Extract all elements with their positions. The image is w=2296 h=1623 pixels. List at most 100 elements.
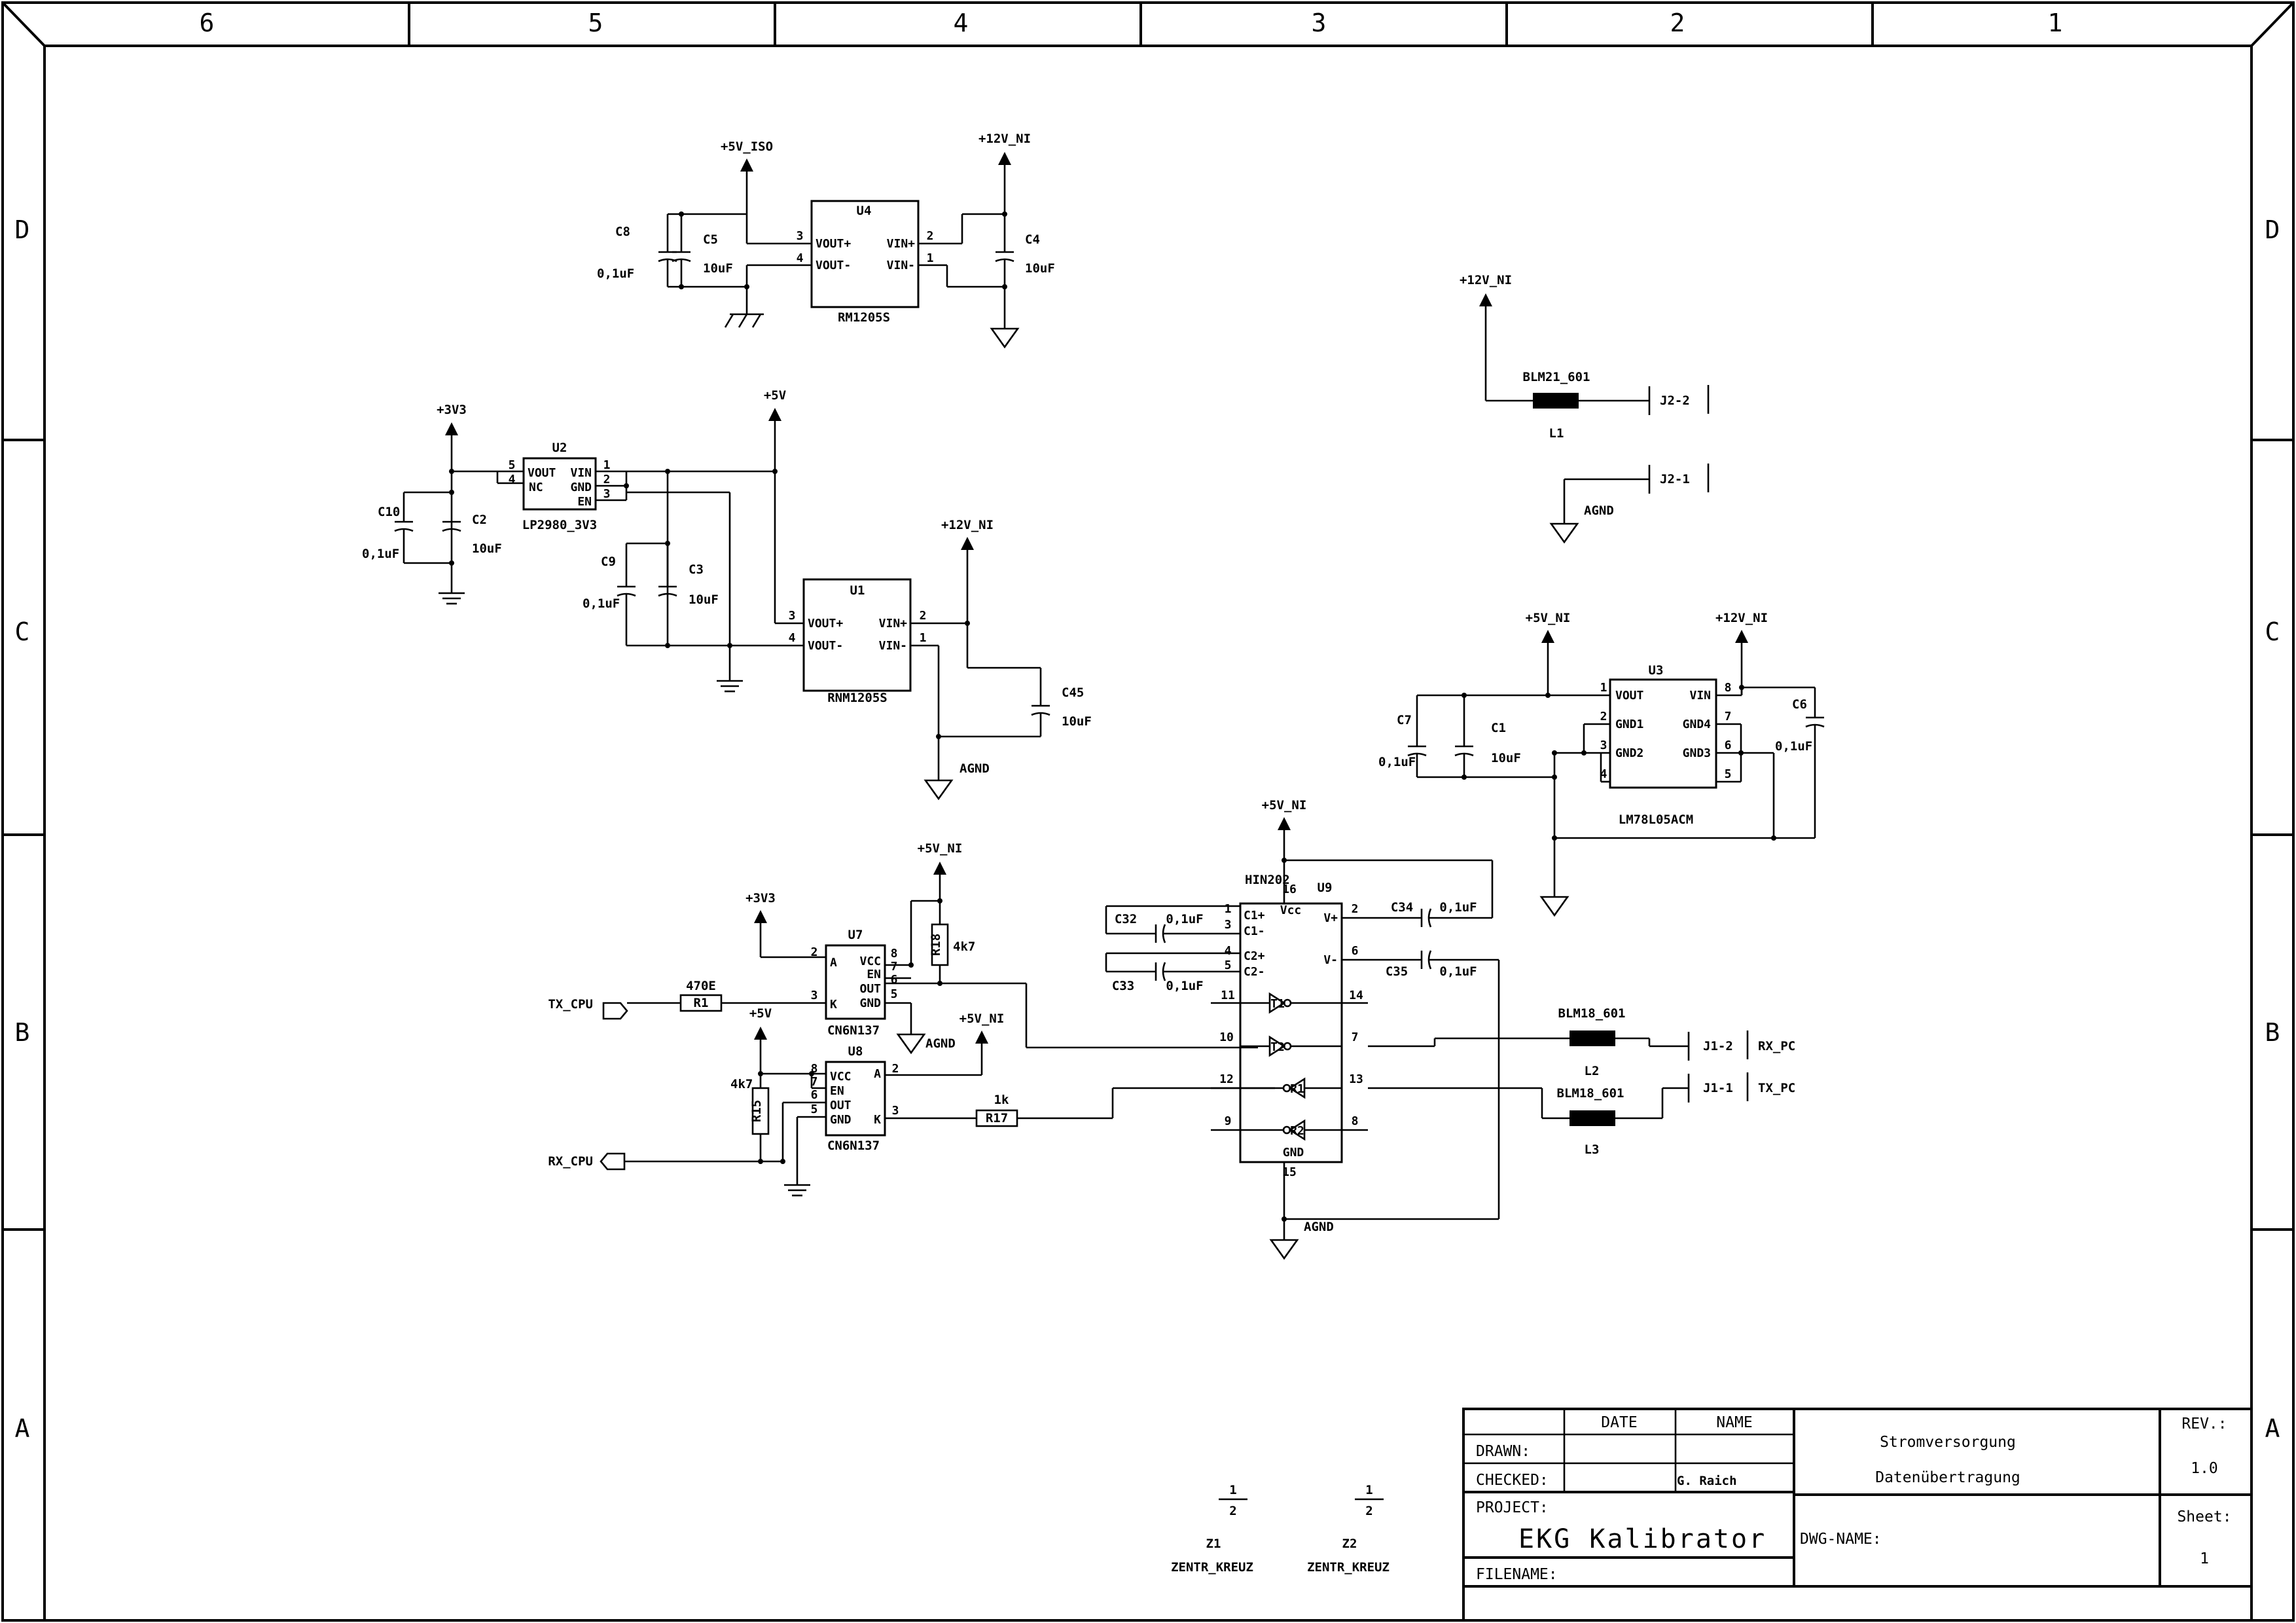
u4-pin-name: VIN+: [887, 237, 916, 251]
pin-number: 2: [927, 229, 934, 243]
frame-row-label: D: [15, 215, 30, 244]
u3-pin-name: VOUT: [1615, 689, 1644, 702]
pin-number: 10: [1219, 1030, 1234, 1044]
connector-label-j2-2: J2-2: [1660, 393, 1690, 408]
u1-dcdc-converter: [802, 578, 912, 692]
frame-row-label: D: [2265, 215, 2280, 244]
title-block-drawn-label: DRAWN:: [1476, 1443, 1530, 1460]
frame-column-label: 5: [588, 9, 603, 37]
pin-number: 4: [1600, 767, 1607, 781]
c6-ref: C6: [1792, 697, 1807, 712]
net-label-3v3: +3V3: [437, 403, 467, 417]
centering-crosses: 1 2 Z1 ZENTR_KREUZ 1 2 Z2 ZENTR_KREUZ: [1171, 1483, 1390, 1575]
pin-number: 5: [891, 987, 898, 1001]
pin-number: 7: [1352, 1030, 1359, 1044]
pin-number: 16: [1282, 883, 1297, 896]
c32-ref: C32: [1115, 912, 1137, 926]
pin-number: 4: [1225, 944, 1232, 958]
u8-ref: U8: [848, 1044, 863, 1059]
title-block-project-name: EKG Kalibrator: [1518, 1524, 1767, 1554]
z1-pin1: 1: [1229, 1483, 1236, 1497]
pin-number: 7: [891, 960, 898, 974]
power-arrow-icon: [933, 862, 946, 875]
u4-pin-name: VIN-: [887, 259, 915, 272]
power-arrow-icon: [998, 152, 1011, 165]
c34-value: 0,1uF: [1439, 900, 1477, 915]
l3-value: BLM18_601: [1557, 1086, 1624, 1101]
c33-value: 0,1uF: [1166, 979, 1203, 993]
u3-regulator-section: +5V_NI +12V_NI U3 VOUT VIN GND1 GND4 GND…: [1378, 611, 1825, 917]
u2-pin-name: NC: [529, 481, 543, 494]
net-label-5v-ni: +5V_NI: [918, 841, 963, 856]
u8-optocoupler: [825, 1061, 886, 1137]
u7-pin-name: VCC: [859, 955, 881, 968]
pin-number: 1: [1600, 681, 1607, 695]
driver-label: T1: [1270, 997, 1285, 1011]
u3-ref: U3: [1649, 663, 1664, 678]
l3-ref: L3: [1585, 1142, 1600, 1157]
u4-ref: U4: [857, 204, 872, 218]
pin-number: 4: [797, 251, 804, 265]
u2-value: LP2980_3V3: [522, 518, 597, 532]
frame-column-label: 6: [200, 9, 215, 37]
pin-number: 1: [920, 631, 927, 645]
z2-value: ZENTR_KREUZ: [1307, 1560, 1390, 1575]
net-label-12v-ni: +12V_NI: [1715, 611, 1768, 625]
u1-ref: U1: [850, 583, 865, 598]
pin-number: 2: [1600, 710, 1607, 723]
l1-ref: L1: [1549, 426, 1564, 441]
z2-pin2: 2: [1365, 1504, 1372, 1518]
u9-pin-name: V-: [1323, 953, 1338, 967]
r18-ref: R18: [929, 934, 943, 956]
u9-pin-name: V+: [1323, 911, 1338, 925]
u1-value: RNM1205S: [827, 691, 888, 705]
u9-pin-name: GND: [1283, 1146, 1304, 1159]
u4-pin-name: VOUT-: [816, 259, 851, 272]
net-label-agnd: AGND: [1304, 1220, 1334, 1234]
frame-row-label: C: [2265, 617, 2280, 646]
net-label-rx-cpu: RX_CPU: [548, 1154, 593, 1169]
net-label-5v-ni: +5V_NI: [960, 1012, 1005, 1026]
power-arrow-icon: [1541, 630, 1554, 643]
z2-ref: Z2: [1342, 1537, 1357, 1551]
title-block: DATE NAME DRAWN: CHECKED: G. Raich PROJE…: [1462, 1408, 2253, 1622]
title-block-date-header: DATE: [1601, 1414, 1637, 1431]
net-label-tx-pc: TX_PC: [1758, 1081, 1795, 1095]
net-label-5v-iso: +5V_ISO: [721, 139, 773, 154]
u8-pin-name: EN: [830, 1084, 844, 1098]
frame-row-label: B: [2265, 1018, 2280, 1047]
l1-j2-section: +12V_NI BLM21_601 L1 J2-2 J2-1 AGND: [1460, 273, 1710, 544]
u1-pin-name: VIN+: [879, 617, 908, 630]
pin-number: 2: [920, 609, 927, 623]
pin-number: 1: [603, 458, 611, 472]
connector-label-j1-2: J1-2: [1703, 1039, 1733, 1053]
c7-ref: C7: [1397, 713, 1412, 727]
u7-pin-name: OUT: [859, 982, 881, 996]
net-label-agnd: AGND: [960, 761, 990, 776]
c5-value: 10uF: [703, 261, 733, 276]
u9-pin-name: C2+: [1244, 949, 1265, 963]
u3-value: LM78L05ACM: [1619, 812, 1693, 827]
u9-rs232-transceiver: [1239, 902, 1343, 1163]
u7-ref: U7: [848, 928, 863, 942]
u3-linear-regulator: [1609, 678, 1717, 789]
u9-pin-name: C1+: [1244, 909, 1265, 922]
c4-value: 10uF: [1025, 261, 1055, 276]
u7-value: CN6N137: [827, 1023, 880, 1038]
pin-number: 6: [1725, 739, 1732, 752]
rx-cpu-port-icon: [600, 1152, 626, 1171]
power-arrow-icon: [1479, 293, 1492, 306]
c45-value: 10uF: [1062, 714, 1092, 729]
frame-row-label: A: [15, 1414, 30, 1443]
u8-pin-name: OUT: [830, 1099, 852, 1112]
u2-ldo-regulator: [522, 457, 597, 511]
u8-pin-name: K: [874, 1113, 881, 1127]
pin-number: 8: [811, 1062, 818, 1076]
u9-pin-name: C1-: [1244, 924, 1265, 938]
c34-ref: C34: [1391, 900, 1413, 915]
c32-value: 0,1uF: [1166, 912, 1203, 926]
u3-pin-name: GND4: [1683, 718, 1712, 731]
pin-number: 8: [891, 947, 898, 960]
title-block-filename-label: FILENAME:: [1476, 1566, 1558, 1583]
